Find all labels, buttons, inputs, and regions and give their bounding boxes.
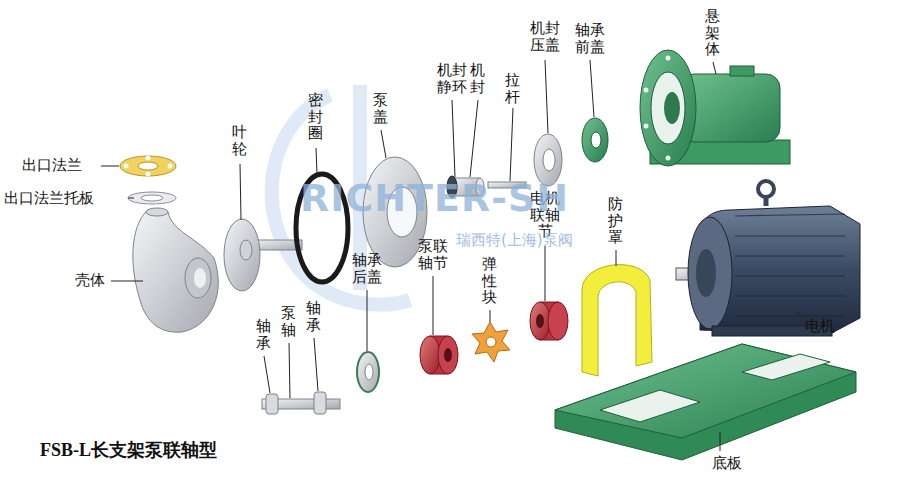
electric-motor	[676, 181, 860, 336]
part-label: 机封	[470, 62, 485, 95]
diagram-title: FSB-L长支架泵联轴型	[40, 441, 217, 461]
pump-shaft	[262, 392, 340, 414]
part-label: 底板	[712, 455, 742, 472]
outlet-flange-plate	[128, 192, 176, 204]
part-label: 出口法兰	[22, 157, 82, 174]
part-label: 泵盖	[373, 92, 388, 125]
elastic-block	[472, 322, 510, 362]
part-label: 轴承	[256, 318, 271, 351]
part-label: 弹性块	[482, 256, 497, 306]
part-label: 密封圈	[308, 92, 323, 142]
outlet-flange	[120, 156, 176, 177]
bearing-back-cover	[357, 352, 379, 392]
base-plate	[555, 344, 856, 460]
part-label: 轴承后盖	[352, 252, 382, 285]
part-label: 轴承	[306, 300, 321, 333]
coupling-guard	[582, 265, 652, 376]
bearing-frame	[640, 50, 790, 166]
watermark-text: RICHTER-SH	[300, 178, 569, 220]
part-label: 壳体	[75, 272, 105, 289]
part-label: 机封静环	[437, 62, 467, 95]
watermark-text: 瑞西特(上海)泵阀	[456, 232, 573, 249]
part-label: 机封压盖	[530, 20, 560, 53]
pump-casing	[133, 208, 218, 332]
part-label: 泵轴	[281, 305, 296, 338]
part-label: 轴承前盖	[575, 22, 605, 55]
part-label: 电机	[805, 318, 835, 335]
part-label: 出口法兰托板	[4, 190, 94, 207]
impeller	[224, 219, 302, 291]
pump-coupling	[420, 336, 458, 374]
part-label: 泵联轴节	[418, 238, 448, 271]
motor-coupling	[530, 302, 568, 340]
part-label: 拉杆	[505, 72, 520, 105]
part-label: 叶轮	[232, 124, 247, 157]
leader-lines	[101, 60, 803, 451]
bearing-front-cover	[582, 118, 608, 162]
part-label: 防护罩	[608, 196, 623, 246]
part-label: 悬架体	[705, 8, 720, 58]
